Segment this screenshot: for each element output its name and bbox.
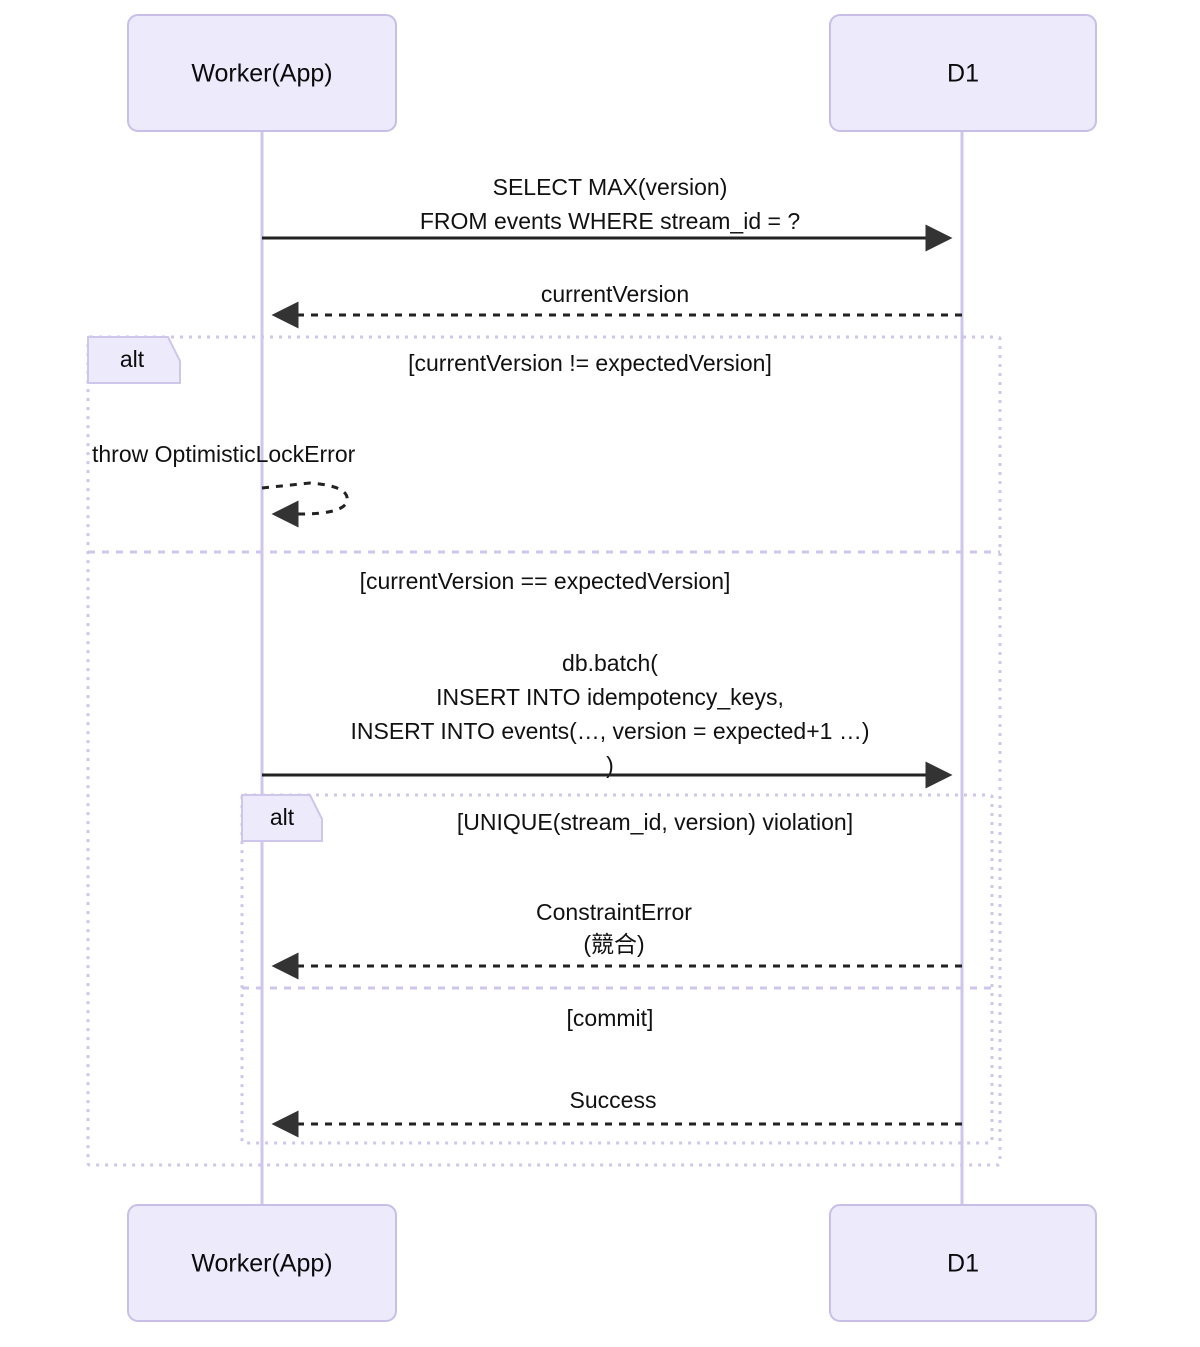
actor-box-d1-top[interactable] [829, 14, 1097, 132]
message-label-m2-line1: currentVersion [541, 281, 689, 307]
message-label-m5-line2: (競合) [583, 931, 644, 957]
message-selfloop-m3 [261, 481, 349, 528]
actor-d1-bottom[interactable]: D1 [829, 1204, 1097, 1322]
lifelines [260, 131, 964, 1205]
fragment-inner-alt-condition-1: [UNIQUE(stream_id, version) violation] [457, 809, 853, 835]
fragment-outer-alt-condition-2: [currentVersion == expectedVersion] [360, 568, 731, 594]
actor-label-worker-bottom: Worker(App) [191, 1250, 332, 1278]
actor-label-worker-top: Worker(App) [191, 60, 332, 88]
fragment-inner-alt: alt [UNIQUE(stream_id, version) violatio… [240, 793, 994, 1145]
actor-box-worker-top[interactable] [127, 14, 397, 132]
message-select-max-version: SELECT MAX(version) FROM events WHERE st… [262, 174, 953, 252]
actor-label-d1-bottom: D1 [947, 1250, 979, 1278]
actor-box-d1-bottom[interactable] [829, 1204, 1097, 1322]
actor-box-worker-bottom[interactable] [127, 1204, 397, 1322]
message-constraint-error: ConstraintError (競合) [271, 899, 962, 980]
actor-worker-bottom[interactable]: Worker(App) [127, 1204, 397, 1322]
message-label-m4-line2: INSERT INTO idempotency_keys, [436, 684, 784, 710]
message-label-m1-line1: SELECT MAX(version) [493, 174, 728, 200]
message-label-m1-line2: FROM events WHERE stream_id = ? [420, 208, 800, 234]
message-success: Success [271, 1087, 962, 1138]
fragment-inner-alt-tab [241, 794, 323, 842]
message-label-m5-line1: ConstraintError [536, 899, 692, 925]
fragment-inner-alt-condition-2: [commit] [567, 1005, 654, 1031]
fragment-inner-alt-box [240, 793, 994, 1145]
fragment-outer-alt-box [86, 335, 1002, 1167]
message-label-m3-line1: throw OptimisticLockError [92, 441, 356, 467]
fragment-inner-alt-operator: alt [270, 804, 295, 830]
fragment-outer-alt-tab [87, 336, 181, 384]
message-db-batch: db.batch( INSERT INTO idempotency_keys, … [262, 650, 953, 789]
message-label-m4-line3: INSERT INTO events(…, version = expected… [351, 718, 870, 744]
fragment-outer-alt-condition-1: [currentVersion != expectedVersion] [408, 350, 772, 376]
message-label-m4-line4: ) [606, 752, 614, 778]
message-current-version: currentVersion [271, 281, 962, 329]
message-throw-optimistic-lock-error: throw OptimisticLockError [92, 441, 356, 528]
actor-worker-top[interactable]: Worker(App) [127, 14, 397, 132]
fragment-outer-alt: alt [currentVersion != expectedVersion] … [86, 335, 1002, 1167]
actor-d1-top[interactable]: D1 [829, 14, 1097, 132]
actor-label-d1-top: D1 [947, 60, 979, 88]
message-label-m6-line1: Success [570, 1087, 657, 1113]
fragment-outer-alt-operator: alt [120, 346, 145, 372]
message-label-m4-line1: db.batch( [562, 650, 658, 676]
